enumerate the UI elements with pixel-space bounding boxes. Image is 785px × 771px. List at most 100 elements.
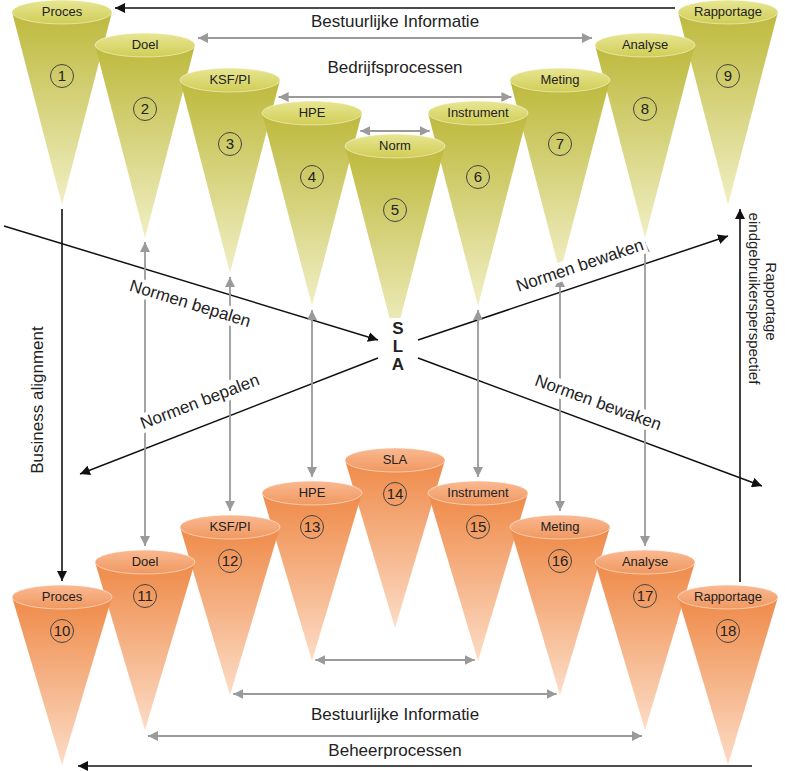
cone-node: Proces10 — [12, 585, 112, 765]
connector-arrow — [311, 310, 313, 477]
cone-label: Instrument — [428, 101, 528, 125]
cone-label: Analyse — [595, 550, 695, 574]
cone-top — [180, 68, 280, 92]
callout-number: 8 — [633, 97, 657, 121]
cone-label: Doel — [95, 550, 195, 574]
edge-label-holder: Rapportage eindgebruikersperspectief — [746, 190, 781, 410]
connector-arrow — [115, 7, 675, 9]
cone-top — [428, 101, 528, 125]
callout-number: 10 — [50, 619, 74, 643]
cone-top — [678, 585, 778, 609]
cone-shape — [345, 448, 445, 628]
cone-label: SLA — [345, 448, 445, 472]
label-holder: Bestuurlijke Informatie — [308, 12, 482, 32]
cone-top — [262, 481, 362, 505]
connector-arrow — [233, 693, 556, 695]
center-label: S L A — [390, 318, 407, 376]
callout-number: 7 — [548, 132, 572, 156]
connector-arrow — [148, 735, 642, 737]
process-label: Normen bepalen — [135, 369, 265, 434]
cone-shape — [12, 585, 112, 765]
process-label: Bestuurlijke Informatie — [308, 705, 482, 724]
cone-top — [180, 515, 280, 539]
cone-node: Analyse 17 — [595, 550, 695, 730]
connector-arrow — [198, 37, 592, 39]
cone-node: Instrument 6 — [428, 101, 528, 306]
cone-top — [595, 33, 695, 57]
cone-top — [12, 0, 112, 24]
cone-shape — [510, 68, 610, 273]
cone-shape — [428, 481, 528, 661]
label-holder: S L A — [390, 318, 407, 376]
cone-shape — [345, 134, 445, 339]
connector-arrow — [477, 310, 479, 477]
edge-label: Rapportage eindgebruikersperspectief — [746, 213, 780, 388]
callout-number: 17 — [633, 584, 657, 608]
cone-node: Doel 2 — [95, 33, 195, 238]
cone-body — [510, 527, 610, 695]
label-holder: Normen bepalen — [135, 369, 265, 435]
callout-number: 4 — [300, 165, 324, 189]
label-holder: Bedrijfsprocessen — [324, 58, 465, 78]
cone-top — [345, 134, 445, 158]
cone-shape — [95, 33, 195, 238]
cone-top — [12, 585, 112, 609]
cone-label: Rapportage — [678, 585, 778, 609]
cone-label: KSF/PI — [180, 515, 280, 539]
cone-label: Doel — [95, 33, 195, 57]
cone-node: KSF/PI12 — [180, 515, 280, 695]
cone-shape — [95, 550, 195, 730]
cone-top — [95, 550, 195, 574]
connector-arrow — [315, 659, 474, 661]
cone-top — [510, 515, 610, 539]
callout-number: 2 — [133, 97, 157, 121]
cone-label: Norm — [345, 134, 445, 158]
cone-node: Instrument 15 — [428, 481, 528, 661]
label-holder: Normen bewaken — [511, 234, 649, 297]
cone-label: Meting — [510, 68, 610, 92]
cone-node: Norm 5 — [345, 134, 445, 339]
diagonal-arrow — [80, 358, 378, 474]
edge-label-holder: Business alignment — [28, 300, 48, 500]
callout-number: 18 — [716, 619, 740, 643]
cone-top — [510, 68, 610, 92]
cone-top — [262, 101, 362, 125]
connector-arrow — [279, 96, 512, 98]
cone-label: Instrument — [428, 481, 528, 505]
connector-arrow — [78, 765, 752, 767]
cone-body — [345, 146, 445, 339]
label-holder: Beheerprocessen — [325, 741, 464, 761]
cone-body — [510, 80, 610, 273]
cone-shape — [180, 515, 280, 695]
cone-label: Rapportage — [678, 0, 778, 24]
cone-label: KSF/PI — [180, 68, 280, 92]
cone-node: Doel 11 — [95, 550, 195, 730]
label-holder: Normen bepalen — [124, 275, 256, 333]
cone-node: Rapportage 18 — [678, 585, 778, 765]
callout-number: 11 — [133, 584, 157, 608]
connector-arrow — [644, 242, 646, 546]
callout-number: 6 — [466, 165, 490, 189]
cone-body — [95, 562, 195, 730]
cone-node: Meting 7 — [510, 68, 610, 273]
cone-body — [12, 597, 112, 765]
cone-node: HPE13 — [262, 481, 362, 661]
label-holder: Bestuurlijke Informatie — [308, 705, 482, 725]
cone-body — [180, 527, 280, 695]
diagonal-arrow — [418, 358, 762, 486]
cone-body — [678, 12, 778, 205]
cone-label: Analyse — [595, 33, 695, 57]
cone-top — [95, 33, 195, 57]
connector-arrow — [360, 130, 429, 132]
cone-shape — [180, 68, 280, 273]
process-label: Bestuurlijke Informatie — [308, 12, 482, 31]
process-label: Normen bewaken — [511, 234, 649, 296]
cone-top — [595, 550, 695, 574]
cone-body — [345, 460, 445, 628]
callout-number: 5 — [383, 198, 407, 222]
process-label: Bedrijfsprocessen — [324, 58, 465, 77]
cone-shape — [428, 101, 528, 306]
cone-shape — [595, 33, 695, 238]
callout-number: 15 — [466, 515, 490, 539]
cone-label: HPE — [262, 101, 362, 125]
